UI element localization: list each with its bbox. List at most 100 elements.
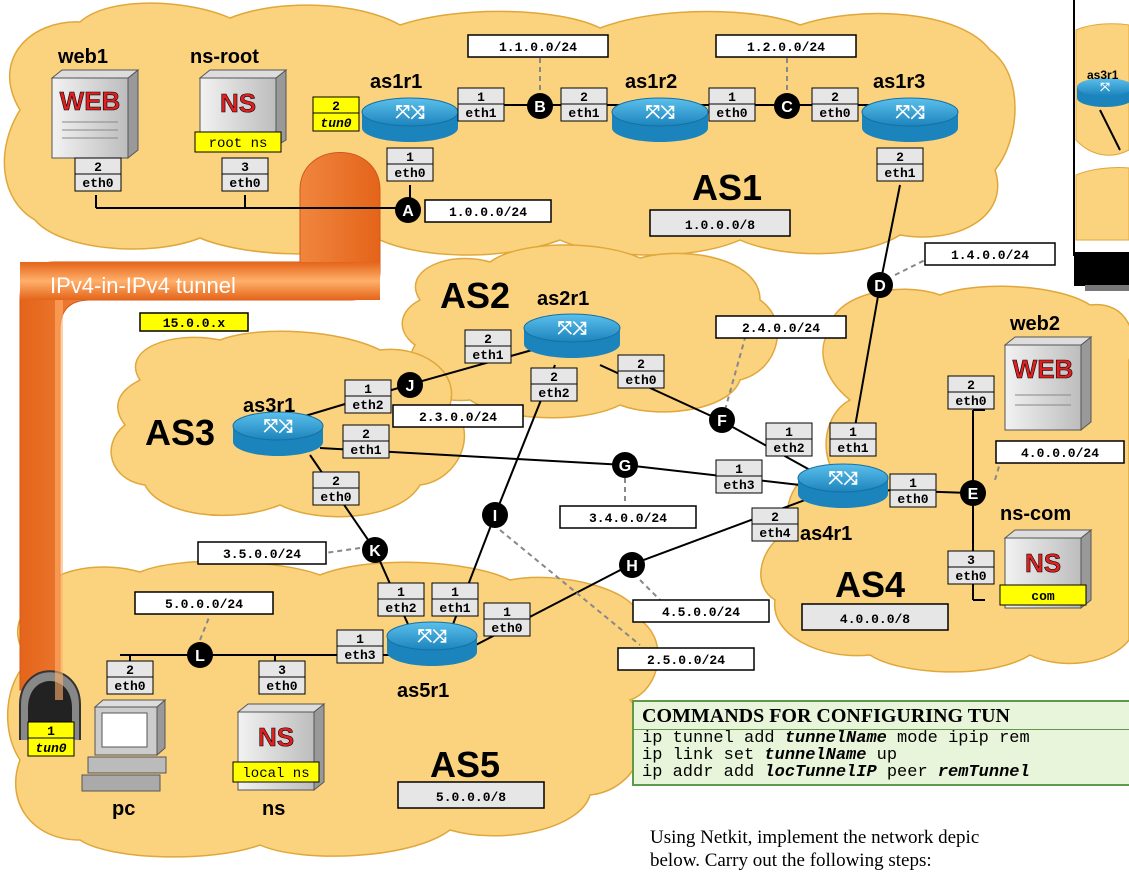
node-A: A bbox=[395, 197, 421, 223]
server-nsroot-icon[interactable]: NS root ns bbox=[195, 70, 286, 152]
svg-text:⤧⤨: ⤧⤨ bbox=[418, 626, 447, 646]
svg-text:B: B bbox=[534, 99, 546, 116]
iface-number: 2 bbox=[550, 370, 558, 385]
iface-as4r1-eth4: 2eth4 bbox=[752, 508, 798, 541]
router-as3r1-label: as3r1 bbox=[243, 395, 295, 417]
iface-name: eth1 bbox=[472, 348, 503, 363]
node-E: E bbox=[960, 480, 986, 506]
iface-number: 1 bbox=[735, 462, 743, 477]
svg-text:I: I bbox=[493, 508, 497, 525]
router-as2r1-icon[interactable]: ⤧⤨ bbox=[524, 314, 620, 358]
iface-number: 2 bbox=[484, 332, 492, 347]
subnet-G: 3.4.0.0/24 bbox=[589, 511, 667, 526]
svg-text:tun0: tun0 bbox=[35, 741, 66, 756]
iface-name: eth3 bbox=[723, 478, 754, 493]
server-nscom-icon[interactable]: NS com bbox=[1000, 530, 1091, 608]
iface-number: 3 bbox=[967, 553, 975, 568]
node-F: F bbox=[709, 407, 735, 433]
iface-name: eth2 bbox=[773, 441, 804, 456]
iface-as2r1-eth0: 2eth0 bbox=[618, 355, 664, 388]
router-as4r1-icon[interactable]: ⤧⤨ bbox=[798, 464, 888, 508]
nsroot-logo: NS bbox=[220, 88, 256, 118]
node-J: J bbox=[397, 372, 423, 398]
server-ns-icon[interactable]: NS local ns bbox=[233, 704, 324, 790]
router-as1r3-icon[interactable]: ⤧⤨ bbox=[862, 98, 958, 142]
svg-text:⤧: ⤧ bbox=[1100, 80, 1110, 94]
iface-name: eth1 bbox=[837, 441, 868, 456]
iface-name: eth0 bbox=[955, 569, 986, 584]
iface-number: 1 bbox=[728, 90, 736, 105]
pc-icon[interactable] bbox=[82, 700, 166, 791]
svg-text:tun0: tun0 bbox=[320, 116, 351, 131]
ns-logo: NS bbox=[258, 722, 294, 752]
instructions-line-1: Using Netkit, implement the network depi… bbox=[650, 827, 979, 849]
iface-as1r1-eth0: 1eth0 bbox=[387, 148, 433, 181]
subnet-H: 4.5.0.0/24 bbox=[662, 605, 740, 620]
nscom-logo: NS bbox=[1025, 548, 1061, 578]
iface-web1-eth0: 2eth0 bbox=[75, 158, 121, 191]
iface-name: eth1 bbox=[568, 106, 599, 121]
iface-name: eth4 bbox=[759, 526, 790, 541]
router-as1r1-icon[interactable]: ⤧⤨ bbox=[362, 98, 458, 142]
iface-number: 2 bbox=[967, 378, 975, 393]
iface-name: eth2 bbox=[352, 398, 383, 413]
node-L: L bbox=[187, 642, 213, 668]
iface-number: 2 bbox=[771, 510, 779, 525]
iface-as1r2-eth1: 2eth1 bbox=[561, 88, 607, 121]
iface-name: eth1 bbox=[350, 443, 381, 458]
router-as2r1-label: as2r1 bbox=[537, 288, 589, 310]
subnet-A: 1.0.0.0/24 bbox=[449, 205, 527, 220]
iface-name: eth0 bbox=[229, 176, 260, 191]
iface-name: eth0 bbox=[819, 106, 850, 121]
iface-name: eth3 bbox=[344, 648, 375, 663]
commands-title: COMMANDS FOR CONFIGURING TUN bbox=[634, 702, 1129, 727]
router-as4r1-label: as4r1 bbox=[800, 523, 852, 545]
svg-text:⤧⤨: ⤧⤨ bbox=[829, 468, 858, 488]
node-H: H bbox=[619, 552, 645, 578]
tunnel-subnet: 15.0.0.x bbox=[163, 316, 226, 331]
node-I: I bbox=[482, 502, 508, 528]
iface-as4r1-eth0: 1eth0 bbox=[890, 474, 936, 507]
iface-name: eth0 bbox=[955, 394, 986, 409]
iface-number: 1 bbox=[364, 382, 372, 397]
iface-number: 1 bbox=[849, 425, 857, 440]
svg-text:⤧⤨: ⤧⤨ bbox=[558, 318, 587, 338]
command-line-1: ip tunnel add tunnelName mode ipip rem bbox=[634, 730, 1129, 747]
iface-name: eth0 bbox=[320, 490, 351, 505]
svg-text:⤧⤨: ⤧⤨ bbox=[646, 102, 675, 122]
svg-text:C: C bbox=[781, 99, 793, 116]
as3-name: AS3 bbox=[145, 412, 215, 453]
iface-number: 2 bbox=[362, 427, 370, 442]
inset-router-label: as3r1 bbox=[1087, 68, 1119, 82]
iface-number: 1 bbox=[503, 605, 511, 620]
subnet-D: 1.4.0.0/24 bbox=[951, 248, 1029, 263]
router-as1r2-icon[interactable]: ⤧⤨ bbox=[612, 98, 708, 142]
svg-text:H: H bbox=[626, 558, 638, 575]
iface-name: eth0 bbox=[114, 679, 145, 694]
router-as5r1-icon[interactable]: ⤧⤨ bbox=[387, 622, 477, 666]
node-D: D bbox=[867, 272, 893, 298]
server-web2-icon[interactable]: WEB bbox=[1005, 337, 1091, 430]
svg-text:K: K bbox=[369, 543, 381, 560]
iface-as3r1-eth0: 2eth0 bbox=[313, 472, 359, 505]
iface-number: 1 bbox=[909, 476, 917, 491]
subnet-I: 2.5.0.0/24 bbox=[647, 653, 725, 668]
server-web1-icon[interactable]: WEB bbox=[52, 70, 138, 158]
router-as3r1-icon[interactable]: ⤧⤨ bbox=[233, 412, 323, 456]
iface-name: eth1 bbox=[465, 106, 496, 121]
iface-name: eth0 bbox=[491, 621, 522, 636]
as1-name: AS1 bbox=[692, 167, 762, 208]
web1-logo: WEB bbox=[60, 86, 121, 116]
svg-text:⤧⤨: ⤧⤨ bbox=[264, 416, 293, 436]
nsroot-caption: root ns bbox=[209, 136, 268, 152]
inset-panel: ⤧ as3r1 bbox=[1074, 0, 1129, 291]
subnet-K: 3.5.0.0/24 bbox=[223, 547, 301, 562]
iface-number: 2 bbox=[831, 90, 839, 105]
iface-name: eth0 bbox=[82, 176, 113, 191]
as1-prefix: 1.0.0.0/8 bbox=[685, 218, 755, 233]
